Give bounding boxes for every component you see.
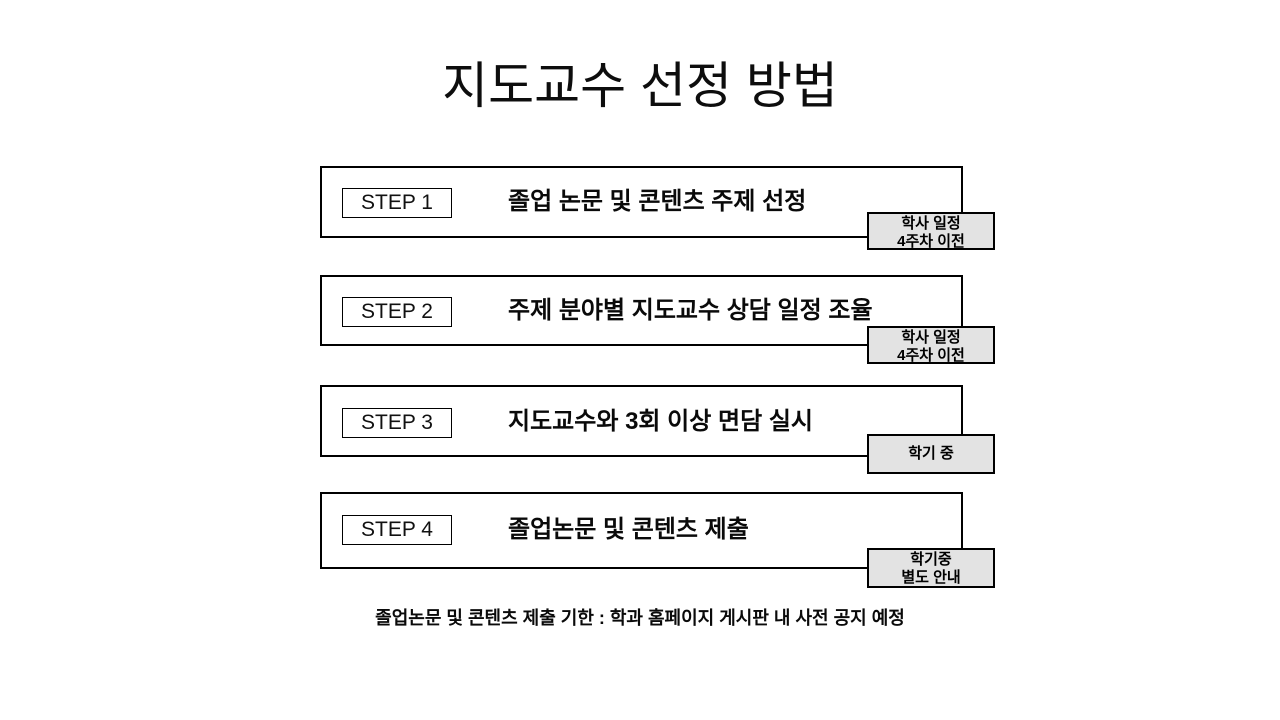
note-line-1: 학기 중	[908, 445, 954, 462]
schedule-note-3: 학기 중	[867, 434, 995, 474]
step-label-2: STEP 2	[342, 297, 452, 327]
step-label-3: STEP 3	[342, 408, 452, 438]
step-row: STEP 2 주제 분야별 지도교수 상담 일정 조율	[320, 275, 963, 346]
step-label-1: STEP 1	[342, 188, 452, 218]
step-row: STEP 4 졸업논문 및 콘텐츠 제출	[320, 492, 963, 569]
schedule-note-4: 학기중 별도 안내	[867, 548, 995, 588]
note-line-2: 별도 안내	[901, 569, 961, 586]
step-text-4: 졸업논문 및 콘텐츠 제출	[508, 516, 749, 543]
note-line-2: 4주차 이전	[897, 233, 965, 250]
note-line-1: 학사 일정	[901, 329, 961, 346]
step-text-1: 졸업 논문 및 콘텐츠 주제 선정	[508, 188, 807, 215]
step-row: STEP 3 지도교수와 3회 이상 면담 실시	[320, 385, 963, 457]
note-line-1: 학사 일정	[901, 215, 961, 232]
note-line-2: 4주차 이전	[897, 347, 965, 364]
note-line-1: 학기중	[910, 551, 952, 568]
step-text-3: 지도교수와 3회 이상 면담 실시	[508, 408, 813, 435]
step-text-2: 주제 분야별 지도교수 상담 일정 조율	[508, 297, 873, 324]
footer-note: 졸업논문 및 콘텐츠 제출 기한 : 학과 홈페이지 게시판 내 사전 공지 예…	[375, 608, 905, 628]
page-title: 지도교수 선정 방법	[442, 58, 838, 114]
schedule-note-1: 학사 일정 4주차 이전	[867, 212, 995, 250]
step-label-4: STEP 4	[342, 515, 452, 545]
schedule-note-2: 학사 일정 4주차 이전	[867, 326, 995, 364]
step-row: STEP 1 졸업 논문 및 콘텐츠 주제 선정	[320, 166, 963, 238]
